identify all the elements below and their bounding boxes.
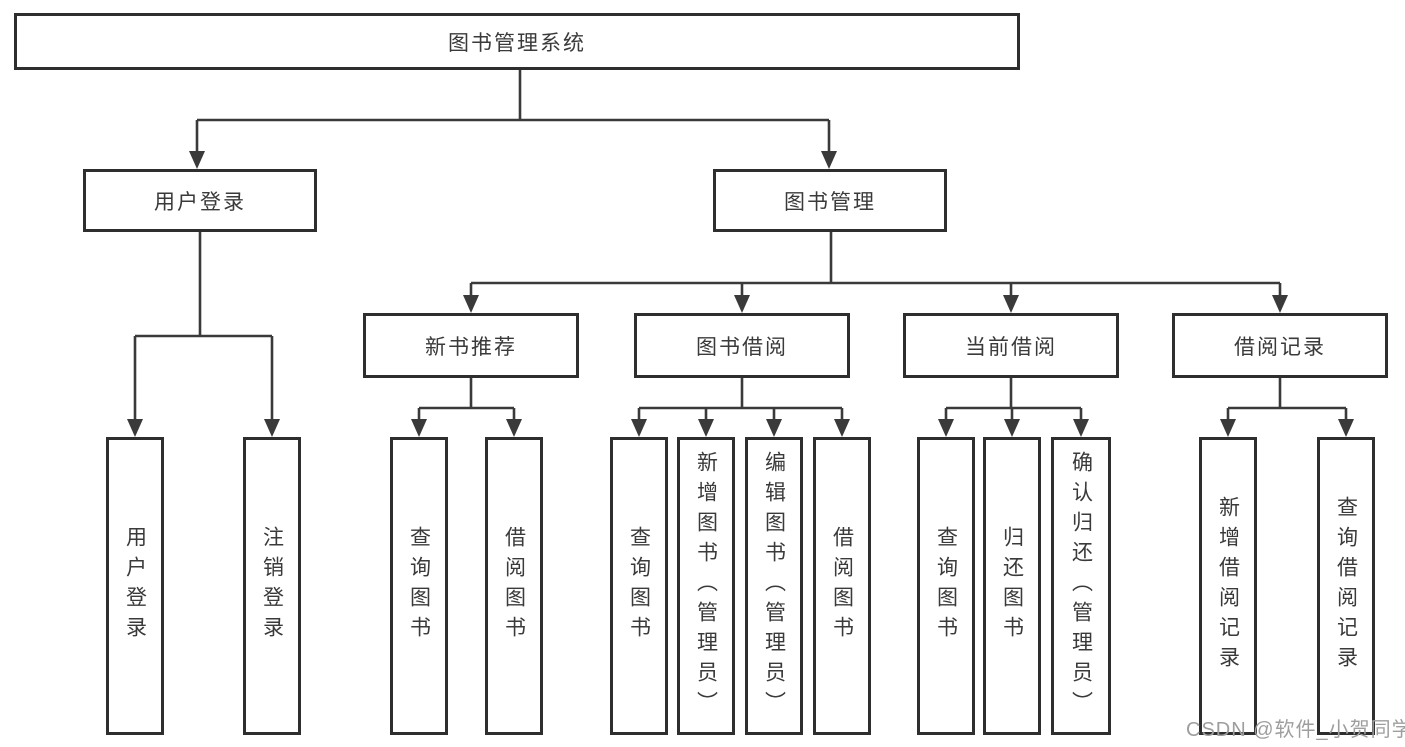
leaf-recommend-query-book: 查询图书 — [390, 437, 448, 735]
leaf-recommend-borrow-book: 借阅图书 — [485, 437, 543, 735]
leaf-label: 注销登录 — [260, 526, 284, 646]
node-user-login: 用户登录 — [83, 169, 317, 232]
leaf-current-query-book: 查询图书 — [917, 437, 975, 735]
node-borrow-records: 借阅记录 — [1172, 313, 1388, 378]
leaf-records-add-record: 新增借阅记录 — [1199, 437, 1257, 735]
csdn-watermark: CSDN @软件_小贺同学 — [1186, 719, 1405, 741]
node-label: 图书管理系统 — [448, 31, 586, 55]
leaf-current-confirm-return-admin: 确认归还（管理员） — [1051, 437, 1111, 735]
node-label: 当前借阅 — [965, 335, 1057, 359]
leaf-label: 借阅图书 — [830, 526, 854, 646]
node-label: 借阅记录 — [1234, 335, 1326, 359]
node-book-borrow: 图书借阅 — [634, 313, 850, 378]
node-current-borrow: 当前借阅 — [903, 313, 1119, 378]
leaf-label: 借阅图书 — [502, 526, 526, 646]
arrowheads — [127, 151, 1354, 437]
leaf-label: 查询图书 — [407, 526, 431, 646]
leaf-label: 归还图书 — [1000, 526, 1024, 646]
leaf-borrow-add-book-admin: 新增图书（管理员） — [677, 437, 735, 735]
leaf-borrow-query-book: 查询图书 — [610, 437, 668, 735]
leaf-label: 查询图书 — [934, 526, 958, 646]
leaf-user-login: 用户登录 — [106, 437, 164, 735]
node-book-management: 图书管理 — [713, 169, 947, 232]
leaf-label: 用户登录 — [123, 526, 147, 646]
leaf-label: 新增借阅记录 — [1216, 496, 1240, 676]
leaf-label: 新增图书（管理员） — [694, 451, 718, 721]
leaf-borrow-borrow-book: 借阅图书 — [813, 437, 871, 735]
leaf-label: 查询借阅记录 — [1334, 496, 1358, 676]
leaf-label: 确认归还（管理员） — [1069, 451, 1093, 721]
leaf-logout: 注销登录 — [243, 437, 301, 735]
node-label: 图书借阅 — [696, 335, 788, 359]
leaf-borrow-edit-book-admin: 编辑图书（管理员） — [745, 437, 803, 735]
leaf-label: 编辑图书（管理员） — [762, 451, 786, 721]
leaf-current-return-book: 归还图书 — [983, 437, 1041, 735]
leaf-label: 查询图书 — [627, 526, 651, 646]
leaf-records-query-record: 查询借阅记录 — [1317, 437, 1375, 735]
node-label: 新书推荐 — [425, 335, 517, 359]
node-label: 用户登录 — [154, 190, 246, 214]
node-new-book-recommend: 新书推荐 — [363, 313, 579, 378]
node-label: 图书管理 — [784, 190, 876, 214]
node-library-management-system: 图书管理系统 — [14, 13, 1020, 70]
